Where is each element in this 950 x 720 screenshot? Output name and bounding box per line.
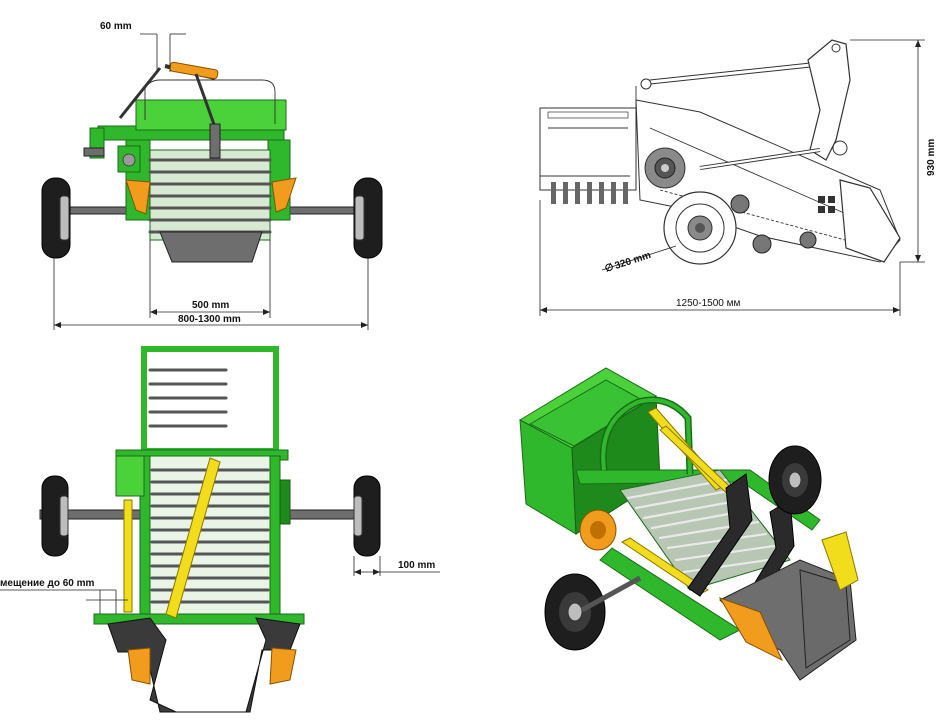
top-view: 100 mm мещение до 60 mm — [0, 346, 440, 713]
front-right-wheel — [353, 177, 383, 259]
front-left-wheel — [41, 177, 71, 259]
iso-wing-right — [821, 531, 859, 591]
side-view: 930 mm ∅ 320 mm 1250-1500 мм — [539, 39, 937, 316]
top-left-wheel — [41, 475, 69, 557]
iso-view — [518, 367, 859, 681]
iso-strut-3 — [621, 537, 709, 595]
dim-wheel-offset-label: 100 mm — [398, 560, 435, 571]
top-hopper — [141, 346, 279, 454]
side-dim-wheel: ∅ 320 mm — [601, 245, 677, 275]
dim-length-label: 1250-1500 мм — [676, 298, 740, 309]
side-sprocket-3 — [799, 231, 817, 249]
side-dim-height: 930 mm — [850, 39, 937, 263]
dim-shift-label: мещение до 60 mm — [0, 578, 95, 589]
iso-rail-upper — [575, 469, 821, 531]
front-top-link — [117, 61, 221, 173]
iso-wing-left — [718, 597, 784, 662]
dim-wheel-diameter-label: 320 mm — [614, 250, 653, 272]
top-share-blade — [107, 617, 301, 713]
front-conveyor — [148, 149, 272, 241]
top-dim-wheel-offset: 100 mm — [353, 556, 440, 576]
iso-hopper — [518, 367, 661, 535]
iso-hitch-left — [687, 473, 753, 597]
side-share — [839, 179, 901, 263]
top-drive-shaft — [165, 457, 221, 619]
side-frame — [635, 99, 901, 263]
top-right-wheel — [353, 475, 381, 557]
top-dim-shift: мещение до 60 mm — [0, 578, 128, 614]
side-hopper — [539, 86, 637, 204]
side-sprocket-2 — [752, 234, 772, 254]
side-dim-length: 1250-1500 мм — [539, 200, 901, 316]
top-left-wing — [127, 647, 151, 685]
side-hopper-fingers — [551, 182, 628, 204]
side-top-link — [640, 39, 851, 170]
iso-drive-disc — [579, 509, 617, 551]
dim-link-offset-label: 60 mm — [100, 21, 132, 32]
front-share-blade — [159, 231, 263, 263]
side-gearbox — [644, 147, 686, 189]
dim-wheel-diameter-symbol: ∅ — [604, 262, 616, 275]
iso-wheel-rear — [768, 445, 822, 515]
front-right-wing — [271, 177, 297, 213]
dim-track-width-label: 800-1300 mm — [178, 314, 241, 325]
front-dim-500: 500 mm — [149, 240, 271, 318]
front-dim-60: 60 mm — [100, 21, 186, 72]
dim-height-label: 930 mm — [926, 139, 937, 176]
side-wheel — [663, 191, 737, 265]
top-hydraulic-rod — [123, 499, 133, 613]
iso-wheel-front — [544, 573, 642, 651]
side-sprocket-1 — [730, 194, 750, 214]
top-right-wing — [269, 647, 297, 685]
front-left-wing — [125, 179, 151, 215]
front-dim-track: 800-1300 mm — [53, 258, 369, 330]
dim-inner-width-label: 500 mm — [192, 300, 229, 311]
front-view: 60 mm 500 mm 800-1300 mm — [41, 21, 383, 330]
